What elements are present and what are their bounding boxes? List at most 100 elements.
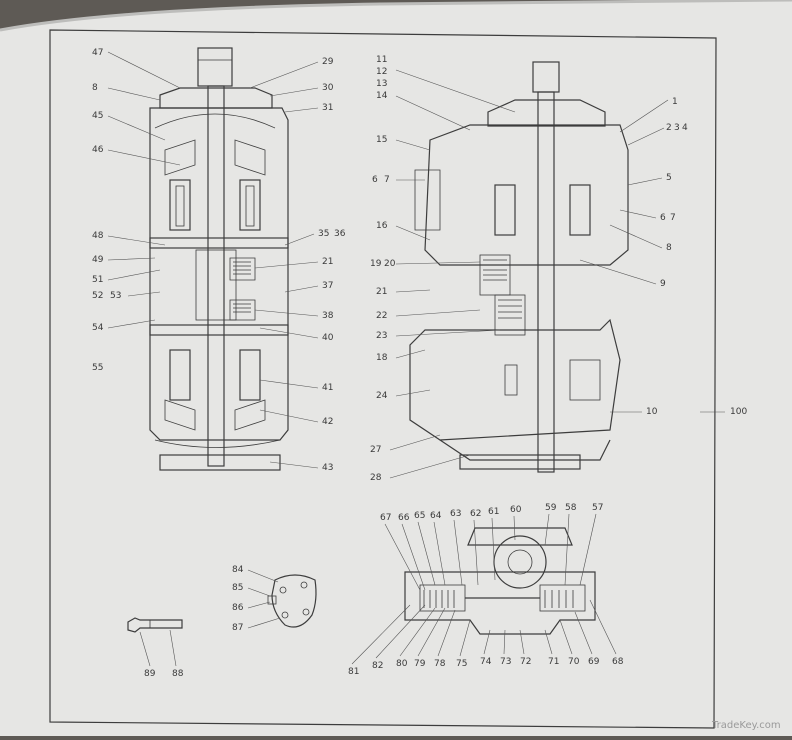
callout-8-right: 8 xyxy=(666,243,672,253)
left-view-leader-lines xyxy=(107,51,319,469)
callout-5: 5 xyxy=(666,173,672,183)
right-view-right-labels: 1 2 3 4 5 6 7 8 9 10 100 xyxy=(646,97,747,417)
callout-40: 40 xyxy=(322,333,334,343)
callout-82: 82 xyxy=(372,661,383,671)
callout-7-right: 7 xyxy=(670,213,676,223)
callout-84: 84 xyxy=(232,565,244,575)
valve-section xyxy=(404,527,596,635)
right-view-leader-lines xyxy=(389,69,725,479)
callout-13: 13 xyxy=(376,79,387,89)
callout-51: 51 xyxy=(92,275,103,285)
callout-60: 60 xyxy=(510,505,522,515)
callout-73: 73 xyxy=(500,657,511,667)
callout-3: 3 xyxy=(674,123,680,133)
callout-61: 61 xyxy=(488,507,499,517)
callout-6-right: 6 xyxy=(660,213,666,223)
callout-24: 24 xyxy=(376,391,388,401)
callout-88: 88 xyxy=(172,669,184,679)
callout-18: 18 xyxy=(376,353,388,363)
callout-86: 86 xyxy=(232,603,244,613)
callout-47: 47 xyxy=(92,48,103,58)
callout-16: 16 xyxy=(376,221,388,231)
callout-52: 52 xyxy=(92,291,103,301)
valve-leader-lines xyxy=(351,513,617,665)
callout-71: 71 xyxy=(548,657,559,667)
callout-67: 67 xyxy=(380,513,391,523)
callout-65: 65 xyxy=(414,511,425,521)
callout-63: 63 xyxy=(450,509,461,519)
valve-bottom-labels: 81 82 80 79 78 75 74 73 72 71 70 69 68 xyxy=(348,657,624,677)
callout-74: 74 xyxy=(480,657,492,667)
right-pump-section xyxy=(409,61,629,473)
callout-10: 10 xyxy=(646,407,658,417)
callout-30: 30 xyxy=(322,83,334,93)
callout-4: 4 xyxy=(682,123,688,133)
right-view-left-labels: 11 12 13 14 15 6 7 16 19 20 21 22 23 18 … xyxy=(370,55,396,483)
callout-72: 72 xyxy=(520,657,531,667)
callout-20: 20 xyxy=(384,259,396,269)
callout-6: 6 xyxy=(372,175,378,185)
callout-89: 89 xyxy=(144,669,156,679)
callout-46: 46 xyxy=(92,145,104,155)
callout-28: 28 xyxy=(370,473,382,483)
callout-45: 45 xyxy=(92,111,103,121)
bolt-labels: 89 88 xyxy=(139,629,184,679)
callout-62: 62 xyxy=(470,509,481,519)
watermark: TradeKey.com xyxy=(711,720,781,731)
callout-29: 29 xyxy=(322,57,334,67)
callout-19: 19 xyxy=(370,259,382,269)
callout-59: 59 xyxy=(545,503,557,513)
callout-80: 80 xyxy=(396,659,408,669)
cover-labels: 84 85 86 87 xyxy=(232,565,281,633)
callout-31: 31 xyxy=(322,103,333,113)
callout-2: 2 xyxy=(666,123,672,133)
callout-27: 27 xyxy=(370,445,381,455)
callout-81: 81 xyxy=(348,667,359,677)
callout-9: 9 xyxy=(660,279,666,289)
callout-87: 87 xyxy=(232,623,243,633)
bolt-part xyxy=(127,617,183,633)
left-pump-section xyxy=(149,47,289,471)
callout-78: 78 xyxy=(434,659,446,669)
callout-7: 7 xyxy=(384,175,390,185)
callout-79: 79 xyxy=(414,659,426,669)
callout-66: 66 xyxy=(398,513,410,523)
callout-100: 100 xyxy=(730,407,747,417)
callout-15: 15 xyxy=(376,135,387,145)
callout-23: 23 xyxy=(376,331,387,341)
cover-plate xyxy=(267,574,317,628)
callout-21: 21 xyxy=(322,257,333,267)
callout-41: 41 xyxy=(322,383,333,393)
callout-22: 22 xyxy=(376,311,387,321)
callout-75: 75 xyxy=(456,659,467,669)
callout-54: 54 xyxy=(92,323,104,333)
left-view-left-labels: 47 8 45 46 48 49 51 52 53 54 55 xyxy=(92,48,121,373)
callout-8: 8 xyxy=(92,83,98,93)
callout-11: 11 xyxy=(376,55,387,65)
callout-48: 48 xyxy=(92,231,104,241)
callout-37: 37 xyxy=(322,281,333,291)
callout-68: 68 xyxy=(612,657,624,667)
callout-1: 1 xyxy=(672,97,678,107)
callout-57: 57 xyxy=(592,503,603,513)
callout-49: 49 xyxy=(92,255,104,265)
callout-69: 69 xyxy=(588,657,600,667)
valve-top-labels: 67 66 65 64 63 62 61 60 59 58 57 xyxy=(380,503,603,523)
drawing-border xyxy=(49,29,717,729)
callout-14: 14 xyxy=(376,91,388,101)
callout-58: 58 xyxy=(565,503,577,513)
callout-64: 64 xyxy=(430,511,442,521)
left-view-right-labels: 29 30 31 35 36 21 37 38 40 41 42 43 xyxy=(318,57,346,473)
callout-53: 53 xyxy=(110,291,121,301)
callout-42: 42 xyxy=(322,417,333,427)
callout-70: 70 xyxy=(568,657,580,667)
callout-21-right: 21 xyxy=(376,287,387,297)
callout-55: 55 xyxy=(92,363,103,373)
callout-36: 36 xyxy=(334,229,346,239)
callout-12: 12 xyxy=(376,67,387,77)
callout-85: 85 xyxy=(232,583,243,593)
callout-35: 35 xyxy=(318,229,329,239)
